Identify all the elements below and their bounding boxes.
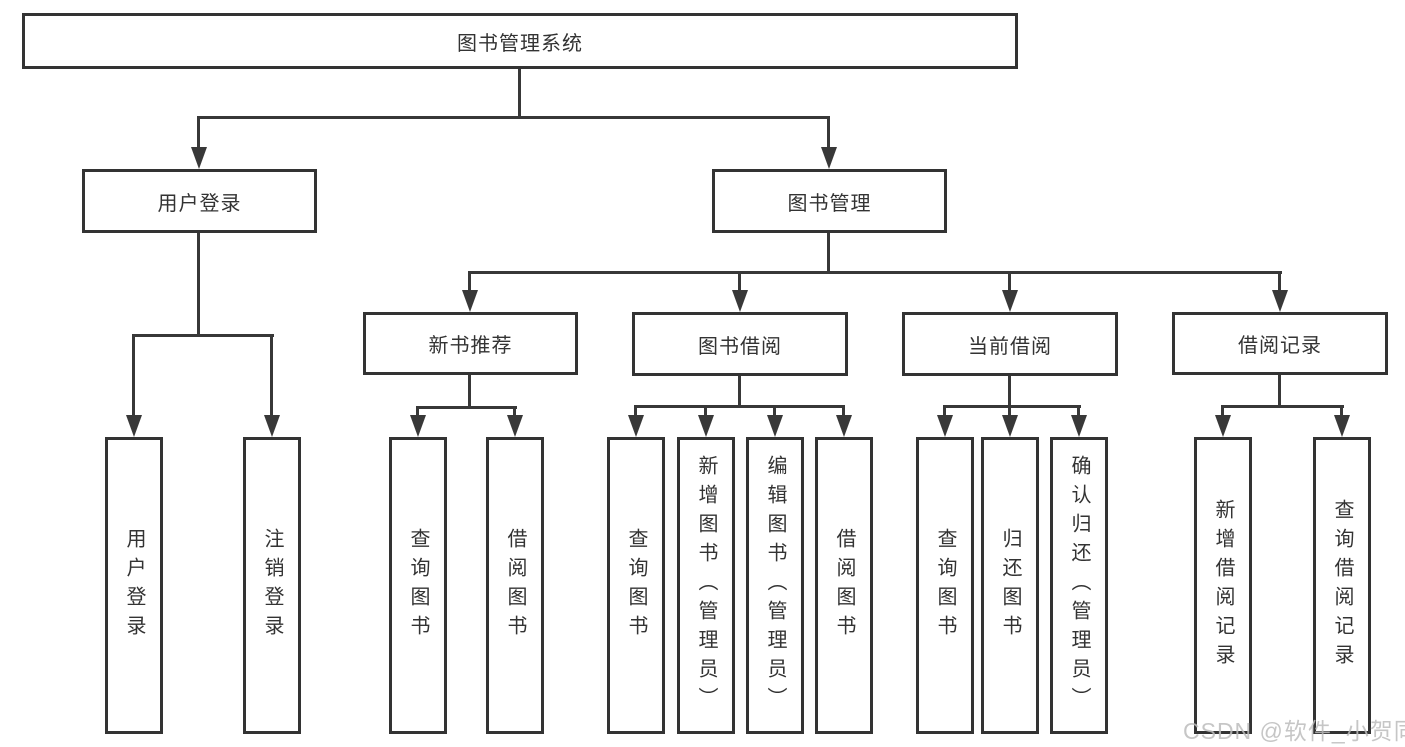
arrowhead-down-icon: [821, 147, 837, 169]
arrowhead-down-icon: [191, 147, 207, 169]
leaf-add-borrow-record: 新增借阅记录: [1194, 437, 1252, 734]
connector-line: [738, 376, 741, 406]
connector-line: [1077, 405, 1080, 415]
arrowhead-down-icon: [126, 415, 142, 437]
leaf-query-borrow-record: 查询借阅记录: [1313, 437, 1371, 734]
arrowhead-down-icon: [698, 415, 714, 437]
connector-line: [1340, 405, 1343, 415]
connector-line: [827, 233, 830, 272]
arrowhead-down-icon: [937, 415, 953, 437]
connector-line: [1221, 405, 1344, 408]
leaf-add-book-admin: 新增图书（管理员）: [677, 437, 735, 734]
connector-line: [738, 272, 741, 290]
leaf-user-login: 用户登录: [105, 437, 163, 734]
arrowhead-down-icon: [1215, 415, 1231, 437]
connector-line: [1008, 376, 1011, 406]
connector-line: [773, 405, 776, 415]
connector-line: [132, 334, 274, 337]
connector-line: [518, 69, 521, 117]
leaf-edit-book-admin: 编辑图书（管理员）: [746, 437, 804, 734]
connector-line: [1008, 272, 1011, 290]
node-library-system: 图书管理系统: [22, 13, 1018, 69]
connector-line: [1008, 405, 1011, 415]
node-current-borrow: 当前借阅: [902, 312, 1118, 376]
connector-line: [634, 405, 637, 415]
leaf-query-books-current: 查询图书: [916, 437, 974, 734]
leaf-query-books-borrow: 查询图书: [607, 437, 665, 734]
connector-line: [468, 272, 471, 290]
connector-line: [468, 271, 1282, 274]
connector-line: [197, 233, 200, 335]
node-book-borrow: 图书借阅: [632, 312, 848, 376]
arrowhead-down-icon: [264, 415, 280, 437]
arrowhead-down-icon: [1071, 415, 1087, 437]
arrowhead-down-icon: [462, 290, 478, 312]
connector-line: [842, 405, 845, 415]
connector-line: [197, 116, 830, 119]
node-book-management: 图书管理: [712, 169, 947, 233]
csdn-watermark: CSDN @软件_小贺同学: [1183, 718, 1405, 744]
connector-line: [1278, 272, 1281, 290]
connector-line: [416, 406, 517, 409]
node-new-book-recommend: 新书推荐: [363, 312, 578, 375]
leaf-logout: 注销登录: [243, 437, 301, 734]
connector-line: [416, 406, 419, 415]
leaf-query-books-recommend: 查询图书: [389, 437, 447, 734]
arrowhead-down-icon: [836, 415, 852, 437]
leaf-borrow-books: 借阅图书: [815, 437, 873, 734]
arrowhead-down-icon: [1334, 415, 1350, 437]
connector-line: [704, 405, 707, 415]
arrowhead-down-icon: [410, 415, 426, 437]
connector-line: [468, 375, 471, 407]
connector-line: [132, 334, 135, 415]
connector-line: [827, 117, 830, 147]
connector-line: [1221, 405, 1224, 415]
connector-line: [943, 405, 1081, 408]
connector-line: [197, 117, 200, 147]
connector-line: [270, 334, 273, 415]
connector-line: [1278, 375, 1281, 406]
arrowhead-down-icon: [732, 290, 748, 312]
leaf-return-book: 归还图书: [981, 437, 1039, 734]
leaf-borrow-books-recommend: 借阅图书: [486, 437, 544, 734]
connector-line: [943, 405, 946, 415]
leaf-confirm-return-admin: 确认归还（管理员）: [1050, 437, 1108, 734]
connector-line: [513, 406, 516, 415]
arrowhead-down-icon: [1002, 415, 1018, 437]
arrowhead-down-icon: [1002, 290, 1018, 312]
arrowhead-down-icon: [1272, 290, 1288, 312]
node-user-login: 用户登录: [82, 169, 317, 233]
arrowhead-down-icon: [767, 415, 783, 437]
node-borrow-records: 借阅记录: [1172, 312, 1388, 375]
connector-line: [634, 405, 845, 408]
arrowhead-down-icon: [507, 415, 523, 437]
arrowhead-down-icon: [628, 415, 644, 437]
